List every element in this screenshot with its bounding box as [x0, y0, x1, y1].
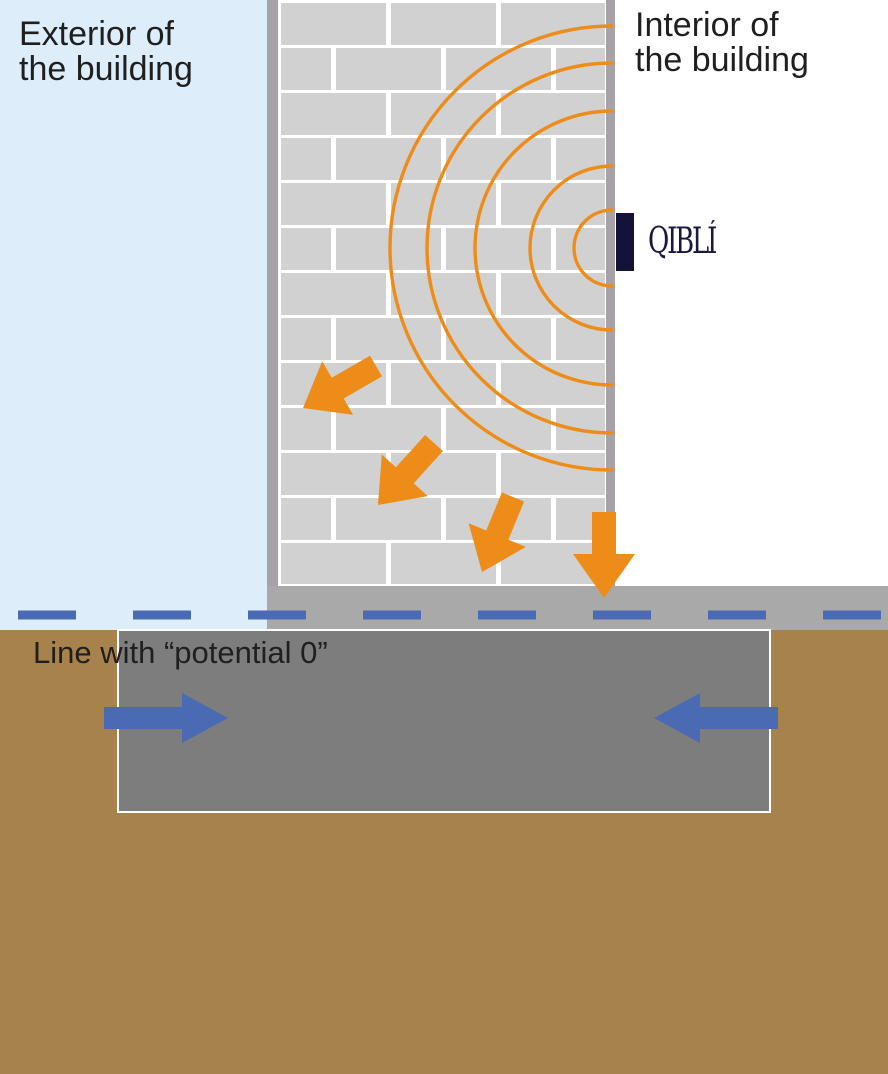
potential-line-label: Line with “potential 0”	[33, 635, 328, 670]
exterior-area	[0, 0, 270, 630]
interior-area	[612, 0, 888, 586]
wave-arc	[572, 208, 614, 288]
brick	[281, 48, 331, 90]
brick	[281, 543, 386, 584]
moisture-arrow	[468, 492, 526, 572]
brick	[391, 363, 496, 405]
brick	[281, 183, 386, 225]
qibli-logo: QIBLÍ	[648, 221, 717, 262]
brick	[501, 453, 605, 495]
brick	[556, 228, 605, 270]
brick	[336, 498, 441, 540]
moisture-arrow	[573, 512, 635, 598]
brick	[336, 138, 441, 180]
brick	[391, 183, 496, 225]
moisture-arrows	[303, 355, 635, 598]
brick	[501, 3, 605, 45]
moisture-arrow	[378, 435, 443, 505]
wave-arc	[528, 164, 614, 332]
brick	[281, 138, 331, 180]
moisture-arrow	[303, 355, 382, 415]
plinth-slab	[267, 586, 888, 630]
wave-arc	[425, 61, 614, 435]
pressure-arrow-right	[104, 693, 228, 743]
signal-waves-icon	[388, 24, 614, 472]
brick	[281, 228, 331, 270]
wave-arc	[388, 24, 614, 472]
brick	[336, 48, 441, 90]
interior-label: Interior of the building	[635, 6, 809, 79]
brick	[446, 408, 551, 450]
exterior-wall-face	[267, 0, 278, 586]
brick	[391, 93, 496, 135]
exterior-label: Exterior of the building	[19, 15, 193, 88]
interior-wall-face	[606, 0, 615, 586]
brick	[501, 273, 605, 315]
brick	[281, 453, 386, 495]
qibli-device	[616, 213, 634, 271]
brick	[446, 228, 551, 270]
brick	[336, 318, 441, 360]
brick	[391, 3, 496, 45]
brick	[281, 318, 331, 360]
wave-arc	[473, 109, 614, 387]
brick	[281, 498, 331, 540]
pressure-arrows	[104, 693, 778, 743]
pressure-arrow-left	[654, 693, 778, 743]
brick	[281, 93, 386, 135]
brick	[281, 273, 386, 315]
brick	[281, 3, 386, 45]
brick	[281, 408, 331, 450]
